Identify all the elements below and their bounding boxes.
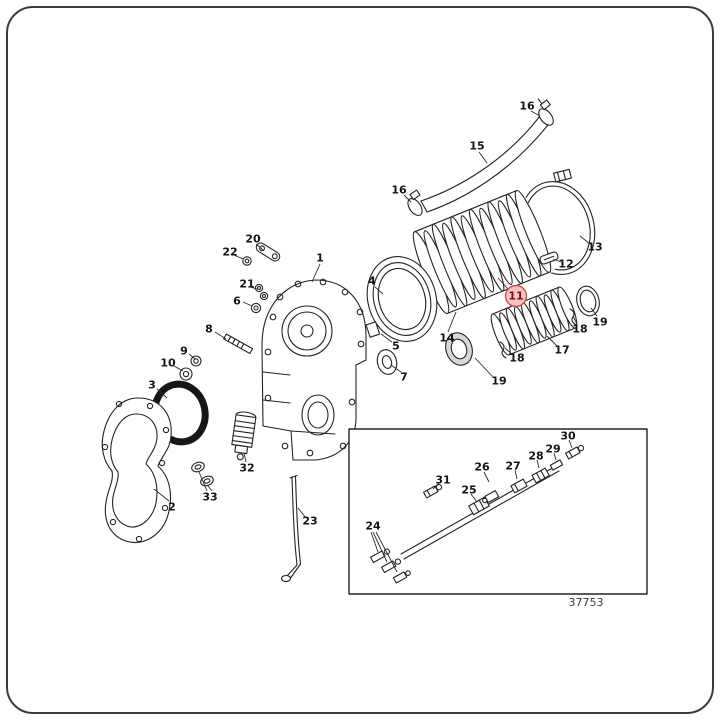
retaining-ring-large [366,256,438,342]
callout-33[interactable]: 33 [202,491,217,504]
callout-31[interactable]: 31 [435,474,450,487]
bell-housing [261,278,367,461]
fitting-28 [531,467,550,484]
shift-bellows-small [488,284,580,358]
callout-5[interactable]: 5 [392,340,400,353]
bushing [250,302,262,314]
callout-10[interactable]: 10 [160,357,176,370]
callout-11: 11 [508,290,523,303]
washer-pair [254,283,269,301]
callout-25[interactable]: 25 [461,484,476,497]
callout-26[interactable]: 26 [474,461,490,474]
callout-18-mid[interactable]: 18 [509,352,524,365]
leader-lines [153,110,598,573]
callout-21[interactable]: 21 [239,278,254,291]
callout-20[interactable]: 20 [245,233,261,246]
fitting-26 [482,490,500,504]
callouts: 1 2 3 4 5 6 7 8 9 10 11 12 13 14 15 16 1… [148,100,607,533]
shift-cable-bellows [231,411,257,461]
fitting-29 [549,459,564,471]
callout-3[interactable]: 3 [148,379,156,392]
callout-18-right[interactable]: 18 [572,323,587,336]
spacer-block [365,321,381,338]
callout-7[interactable]: 7 [400,371,408,384]
callout-1[interactable]: 1 [316,252,324,265]
callout-28[interactable]: 28 [528,450,543,463]
callout-29[interactable]: 29 [545,443,560,456]
callout-11-highlighted[interactable]: 11 [504,284,528,308]
callout-8[interactable]: 8 [205,323,213,336]
front-clamp-disc [445,332,473,366]
fitting-30 [564,444,585,460]
small-washer [376,349,398,375]
callout-16-lower[interactable]: 16 [391,184,407,197]
callout-16-upper[interactable]: 16 [519,100,535,113]
callout-2[interactable]: 2 [168,501,176,514]
callout-32[interactable]: 32 [239,462,254,475]
drawing-number: 37753 [569,596,604,609]
callout-9[interactable]: 9 [180,345,188,358]
nut-large [179,367,193,381]
callout-24[interactable]: 24 [365,520,381,533]
highlight-circle [504,284,528,308]
fitting-27 [510,478,528,494]
callout-19-mid[interactable]: 19 [491,375,506,388]
transom-gasket [101,397,172,543]
pivot-bolt [242,256,252,266]
callout-12[interactable]: 12 [558,258,573,271]
callout-14[interactable]: 14 [439,332,455,345]
callout-6[interactable]: 6 [233,295,241,308]
exhaust-bellows-large [408,187,556,317]
latch-hook-mid [499,341,507,359]
anchor-pin [280,474,302,583]
callout-30[interactable]: 30 [560,430,576,443]
fitting-31 [422,483,443,499]
clamp-ring-right [576,285,600,317]
callout-15[interactable]: 15 [469,140,484,153]
callout-19-right[interactable]: 19 [592,316,607,329]
diagram-line-art [101,98,648,595]
retainer-clip [539,251,559,265]
callout-13[interactable]: 13 [587,241,602,254]
hose-clamp-upper [537,98,554,126]
nut-small [190,355,202,367]
hose-clamp-lower [407,189,423,216]
callout-22[interactable]: 22 [222,246,237,259]
callout-23[interactable]: 23 [302,515,317,528]
stud [223,333,254,355]
callout-27[interactable]: 27 [505,460,520,473]
callout-4[interactable]: 4 [368,275,376,288]
inset-box [348,428,648,595]
callout-17[interactable]: 17 [554,344,569,357]
